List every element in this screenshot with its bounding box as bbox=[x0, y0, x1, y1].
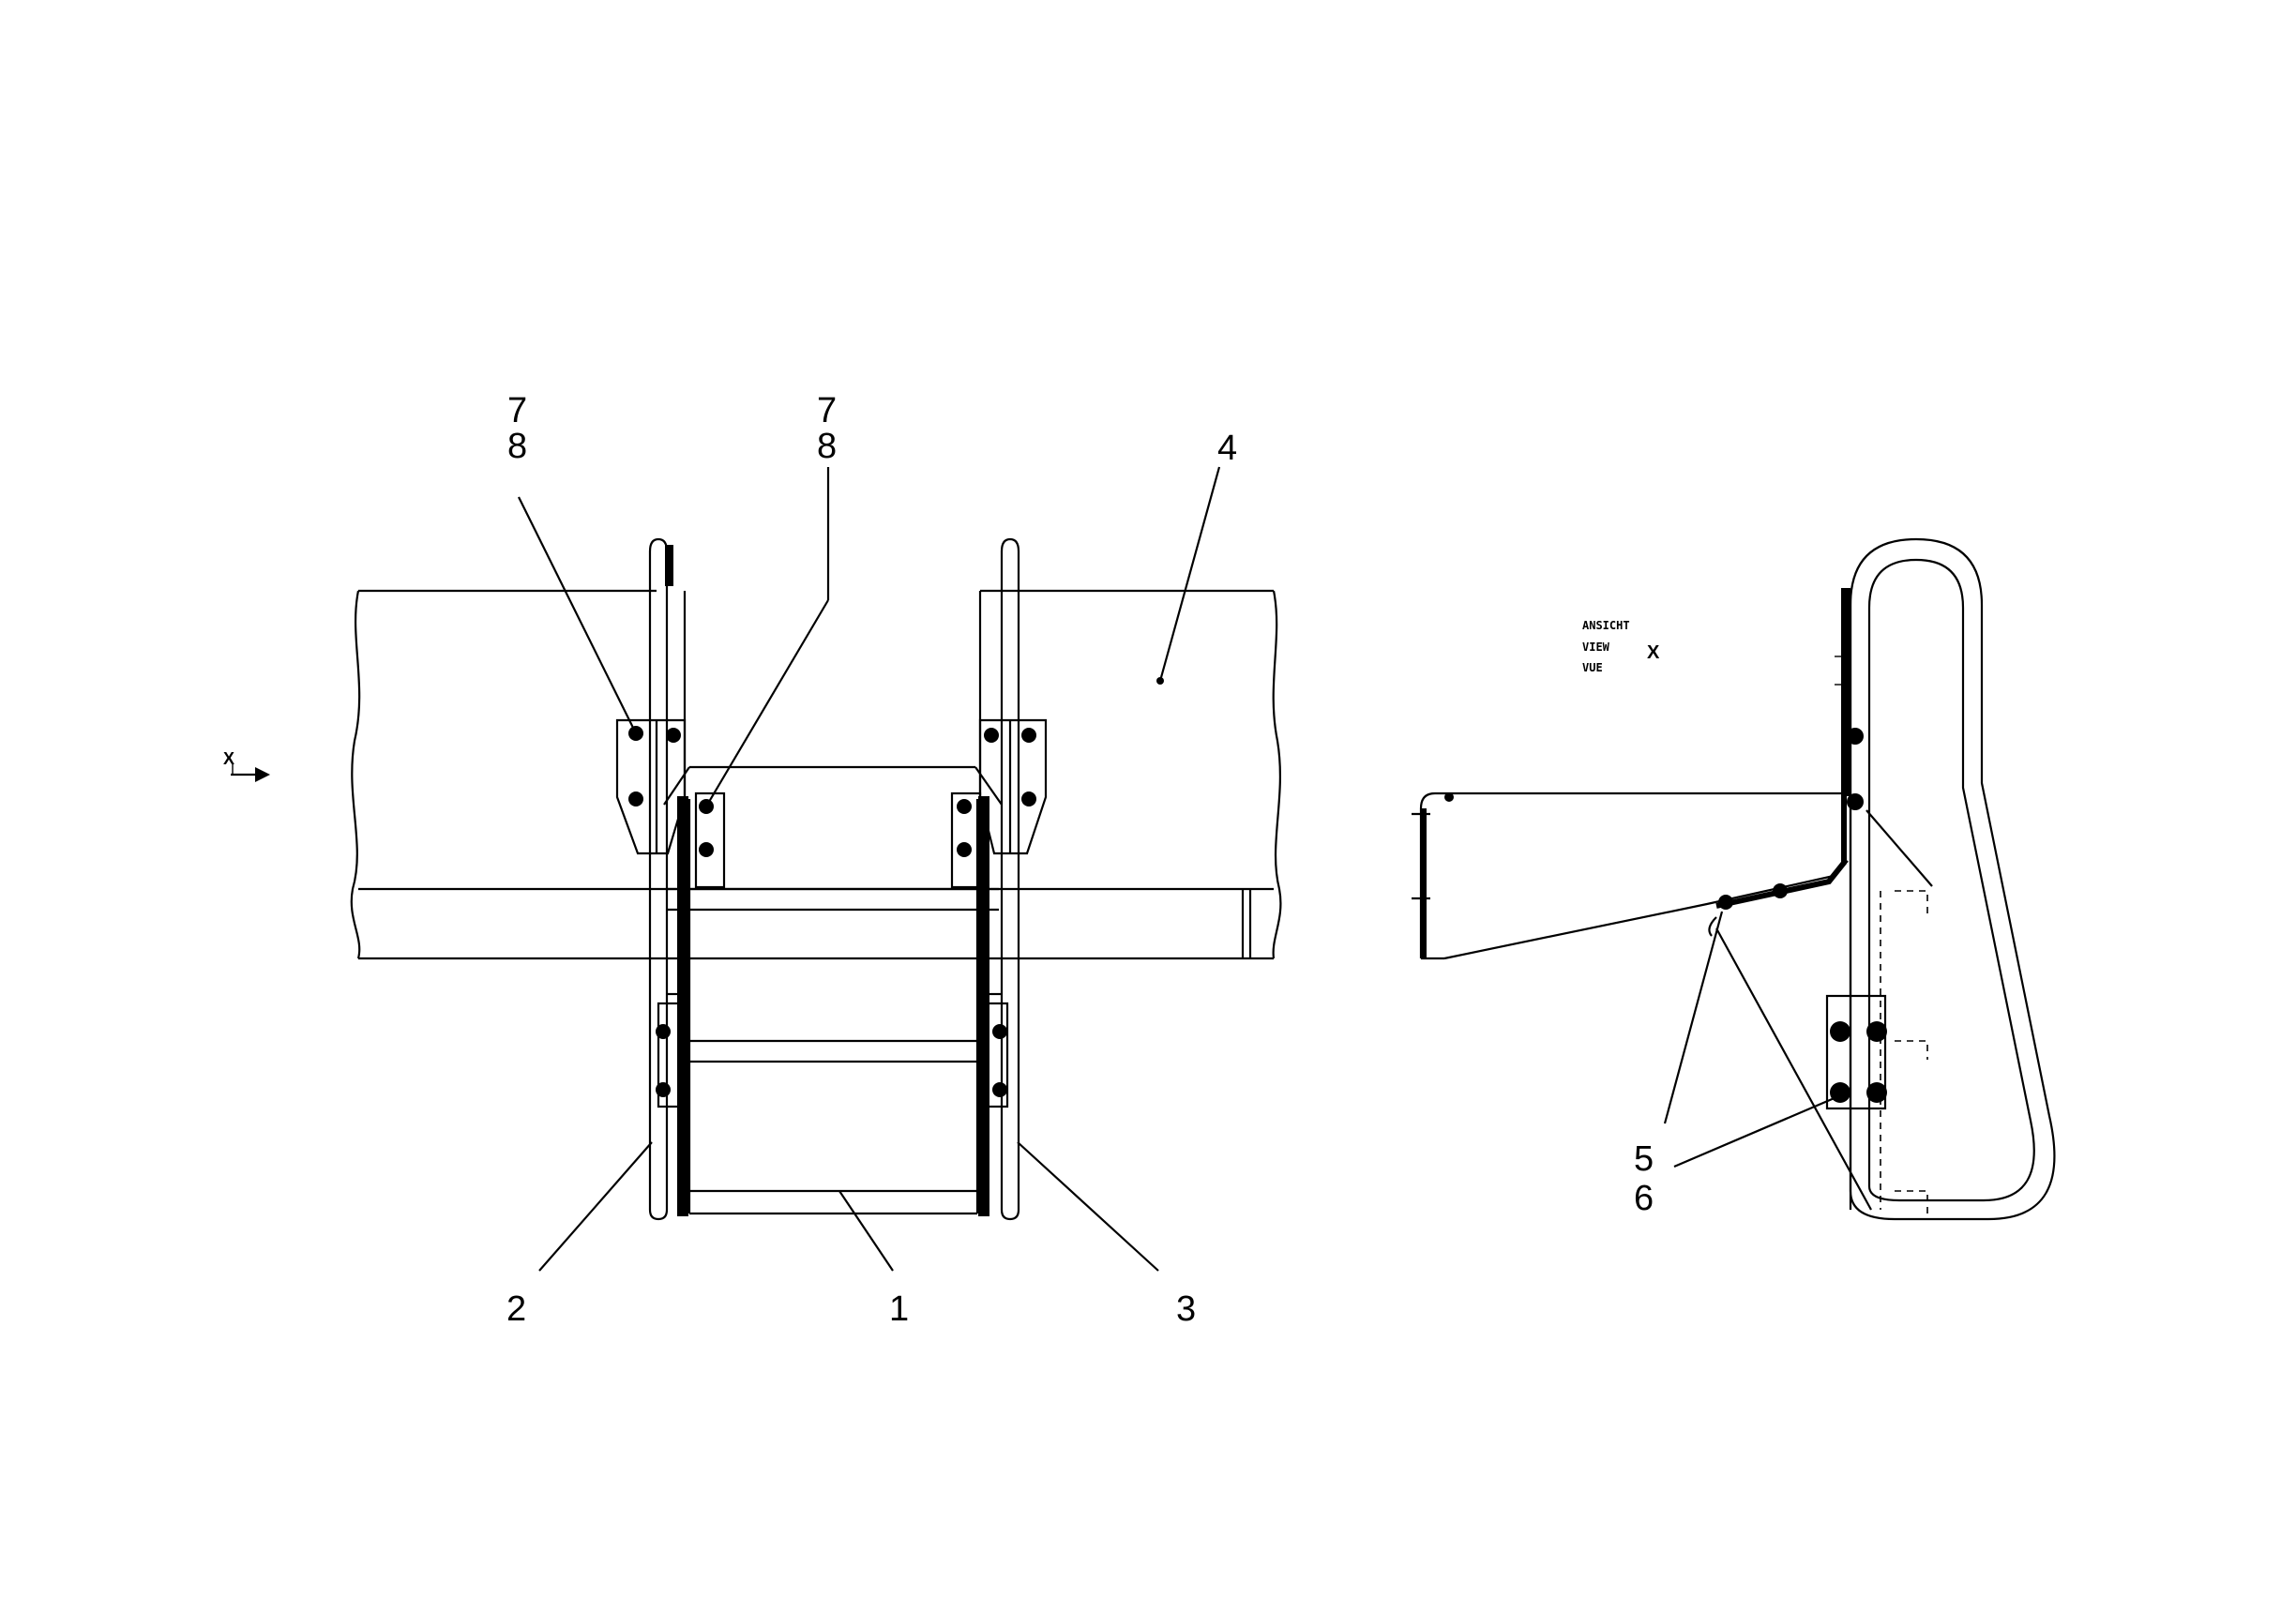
right-handrail bbox=[985, 537, 1020, 1221]
front-leaders bbox=[518, 466, 1221, 1272]
inner-brackets bbox=[694, 791, 982, 889]
view-arrow-x bbox=[231, 764, 270, 782]
ladder-stringers bbox=[677, 796, 989, 1216]
callout-6: 6 bbox=[1634, 1179, 1654, 1218]
callout-7-left: 7 bbox=[507, 391, 527, 430]
view-label-english: VIEW bbox=[1582, 641, 1610, 654]
callout-7-center: 7 bbox=[817, 391, 837, 430]
view-label-french: VUE bbox=[1582, 661, 1603, 674]
callout-8-left: 8 bbox=[507, 427, 527, 466]
side-platform bbox=[1412, 791, 1849, 960]
side-view-x: 5 6 ANSICHT VIEW VUE X bbox=[1412, 537, 2056, 1221]
callout-5: 5 bbox=[1634, 1139, 1654, 1179]
right-bracket bbox=[978, 718, 1048, 855]
front-view: X 7 8 7 8 4 2 1 3 bbox=[223, 391, 1282, 1329]
view-arrow-label: X bbox=[223, 749, 234, 768]
callout-4: 4 bbox=[1217, 429, 1237, 468]
view-label-letter: X bbox=[1647, 642, 1660, 663]
hidden-lines bbox=[1880, 890, 1928, 1219]
callout-8-center: 8 bbox=[817, 427, 837, 466]
view-label-german: ANSICHT bbox=[1582, 619, 1630, 632]
side-clamp bbox=[1825, 994, 1887, 1110]
left-handrail bbox=[648, 537, 681, 1221]
side-leaders bbox=[1663, 911, 1837, 1168]
side-strut bbox=[1708, 916, 1872, 1211]
frame-beam bbox=[350, 589, 1282, 960]
ladder-rungs bbox=[689, 1039, 977, 1215]
side-handrail bbox=[1849, 537, 2056, 1221]
callout-1: 1 bbox=[889, 1289, 909, 1329]
side-mount-plate bbox=[1835, 588, 1933, 1210]
callout-3: 3 bbox=[1176, 1289, 1196, 1329]
callout-2: 2 bbox=[506, 1289, 526, 1329]
